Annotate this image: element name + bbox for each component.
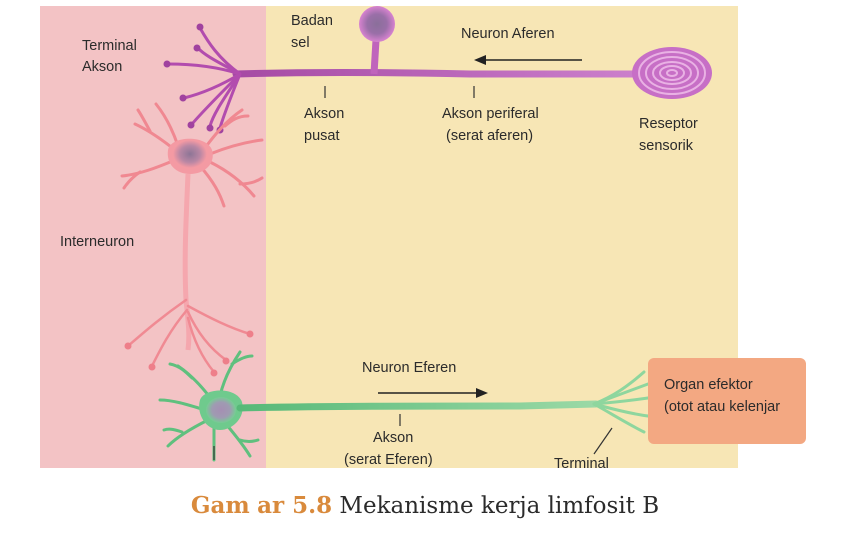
label-terminal-akson-1: Terminal <box>82 38 137 54</box>
diagram-labels: Badan sel Neuron Aferen Terminal Akson A… <box>60 13 780 472</box>
label-organ-1: Organ efektor <box>664 377 753 393</box>
efferent-neuron <box>158 350 650 462</box>
efferent-nucleus <box>206 397 236 423</box>
label-reseptor-1: Reseptor <box>639 116 698 132</box>
label-neuron-eferen: Neuron Eferen <box>362 360 456 376</box>
label-terminal: Terminal <box>554 456 609 472</box>
label-terminal-akson-2: Akson <box>82 59 122 75</box>
label-badan-sel-1: Badan <box>291 13 333 29</box>
interneuron-nucleus <box>173 140 207 168</box>
label-akson-eferen-2: (serat Eferen) <box>344 452 433 468</box>
caption-text: Mekanisme kerja limfosit B <box>339 493 660 519</box>
sensory-receptor <box>632 47 712 99</box>
afferent-cell-body <box>359 6 395 42</box>
caption-number: ar 5.8 <box>257 492 333 519</box>
label-reseptor-2: sensorik <box>639 138 694 154</box>
afferent-neuron <box>163 6 712 134</box>
cns-region <box>40 6 266 468</box>
label-interneuron: Interneuron <box>60 234 134 250</box>
caption-prefix: Gam <box>190 492 250 519</box>
label-akson-perifer-2: (serat aferen) <box>446 128 533 144</box>
label-badan-sel-2: sel <box>291 35 310 51</box>
figure-caption: Gam ar 5.8 Mekanisme kerja limfosit B <box>0 492 850 519</box>
interneuron <box>120 102 264 377</box>
label-akson-pusat-1: Akson <box>304 106 344 122</box>
effector-organ <box>648 358 806 444</box>
label-akson-pusat-2: pusat <box>304 128 339 144</box>
neuron-reflex-diagram: Badan sel Neuron Aferen Terminal Akson A… <box>40 6 806 472</box>
axon-terminal-branches <box>166 26 242 130</box>
label-akson-eferen-1: Akson <box>373 430 413 446</box>
label-neuron-aferen: Neuron Aferen <box>461 26 555 42</box>
label-organ-2: (otot atau kelenjar <box>664 399 780 415</box>
label-akson-perifer-1: Akson periferal <box>442 106 539 122</box>
